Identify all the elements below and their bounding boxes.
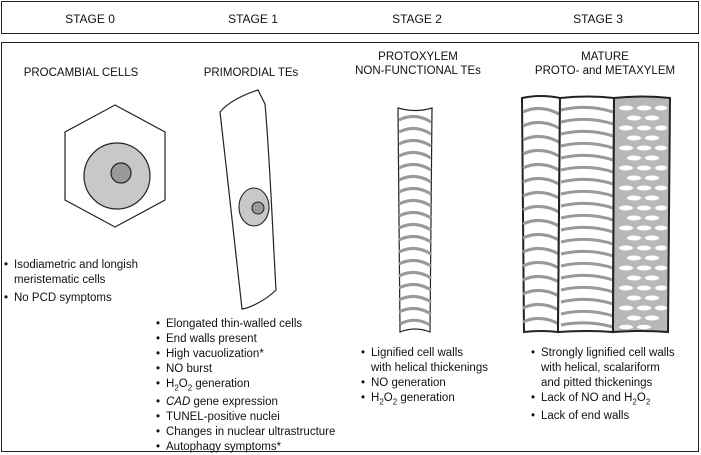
stage-3-bullet: Lack of NO and H2O2	[531, 391, 701, 409]
stage-1-bullet: High vacuolization*	[156, 347, 371, 362]
stage-3-bullet-continuation: and pitted thickenings	[541, 377, 653, 389]
stage-1-bullet: TUNEL-positive nuclei	[156, 410, 371, 425]
pits	[619, 105, 667, 330]
primordial-te-nucleolus	[251, 201, 265, 215]
stage-1-characteristics: Elongated thin-walled cells End walls pr…	[156, 317, 371, 455]
helical-vessel	[520, 95, 562, 334]
pitted-vessel	[611, 95, 672, 334]
stage-3-bullet: Strongly lignified cell walls	[531, 346, 701, 361]
stage-2-bullet-continuation: with helical thickenings	[371, 362, 488, 374]
stage-3-heading: STAGE 3	[573, 12, 623, 26]
stage-2-bullet: Lignified cell walls	[361, 346, 521, 361]
helical-thickenings	[398, 115, 432, 327]
stage-2-bullet: H2O2 generation	[361, 391, 521, 409]
stage-1-bullet: Changes in nuclear ultrastructure	[156, 425, 371, 440]
stage-2-characteristics: Lignified cell walls with helical thicke…	[361, 346, 521, 409]
stage-3-title-line-1: MATURE	[581, 51, 629, 63]
stage-0-bullet: No PCD symptoms	[4, 291, 174, 306]
stage-3-title-line-2: PROTO- and METAXYLEM	[534, 65, 676, 77]
primordial-te-cell	[219, 89, 277, 310]
stage-1-heading: STAGE 1	[228, 12, 278, 26]
stage-2-bullet: NO generation	[361, 376, 521, 391]
stage-1-bullet: Elongated thin-walled cells	[156, 317, 371, 332]
stage-0-heading: STAGE 0	[65, 12, 115, 26]
stage-3-bullet: Lack of end walls	[531, 409, 701, 424]
stage-1-bullet: End walls present	[156, 332, 371, 347]
stage-header-frame	[1, 1, 699, 34]
stage-1-bullet: Autophagy symptoms*	[156, 440, 371, 455]
stage-0-characteristics: Isodiametric and longish meristematic ce…	[4, 258, 174, 306]
stage-2-title: PROTOXYLEM NON-FUNCTIONAL TEs	[338, 50, 498, 78]
stage-0-bullet-continuation: meristematic cells	[14, 274, 106, 286]
procambial-nucleolus	[110, 162, 132, 184]
mature-xylem-vessels	[520, 95, 672, 334]
stage-1-bullet: H2O2 generation	[156, 377, 371, 395]
procambial-cell	[64, 104, 166, 228]
stage-2-title-line-1: PROTOXYLEM	[378, 51, 458, 63]
stage-0-bullet: Isodiametric and longish	[4, 258, 174, 273]
stage-2-heading: STAGE 2	[392, 12, 442, 26]
stage-1-bullet: NO burst	[156, 362, 371, 377]
stage-3-bullet-continuation: with helical, scalariform	[541, 362, 660, 374]
stage-3-title: MATURE PROTO- and METAXYLEM	[515, 50, 695, 78]
stage-3-characteristics: Strongly lignified cell walls with helic…	[531, 346, 701, 424]
stage-2-title-line-2: NON-FUNCTIONAL TEs	[355, 65, 481, 77]
protoxylem-element	[397, 107, 433, 333]
stage-1-title: PRIMORDIAL TEs	[203, 67, 299, 79]
stage-1-bullet: CAD gene expression	[156, 395, 371, 410]
stage-0-title: PROCAMBIAL CELLS	[23, 67, 139, 79]
